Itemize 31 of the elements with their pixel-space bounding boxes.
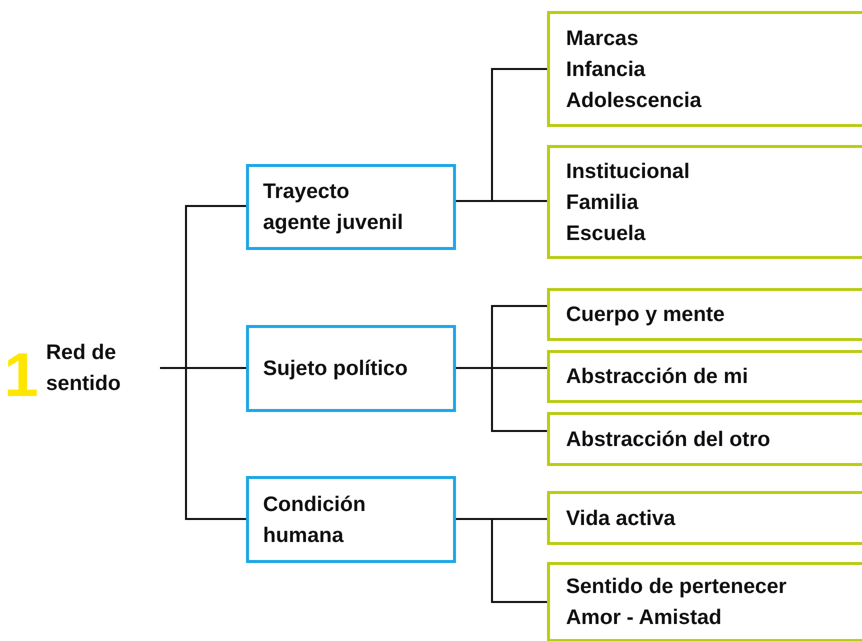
topic-text: Abstracción de mi [566,364,750,390]
connector-line [456,367,547,432]
connector-line [160,367,246,520]
topic-text: Sujeto político [263,356,409,382]
connector-line [456,200,547,202]
topic-text: Amor - Amistad [566,605,723,631]
topic-text: Trayecto agente juvenil [263,179,404,236]
category-box [246,476,456,563]
topic-text: Institucional [566,158,691,184]
topic-text: Marcas [566,26,640,52]
topic-text: Infancia [566,56,646,82]
topic-box [547,491,862,545]
topic-text: Abstracción del otro [566,426,772,452]
topic-text: Cuerpo y mente [566,302,726,328]
topic-text: Escuela [566,220,646,246]
topic-box [547,350,862,403]
category-box [246,325,456,412]
topic-box [547,412,862,466]
connector-line [456,518,547,603]
topic-text: Vida activa [566,506,676,532]
topic-text: Sentido de pertenecer [566,574,788,600]
topic-text: Familia [566,190,640,216]
topic-box [547,11,862,127]
topic-box [547,288,862,341]
topic-text: Adolescencia [566,88,702,114]
root-label: Red de sentido [46,340,122,397]
topic-text: Condición humana [263,492,367,548]
category-box [246,164,456,250]
topic-box [547,562,862,641]
topic-box [547,145,862,259]
section-number: 1 [4,345,38,407]
